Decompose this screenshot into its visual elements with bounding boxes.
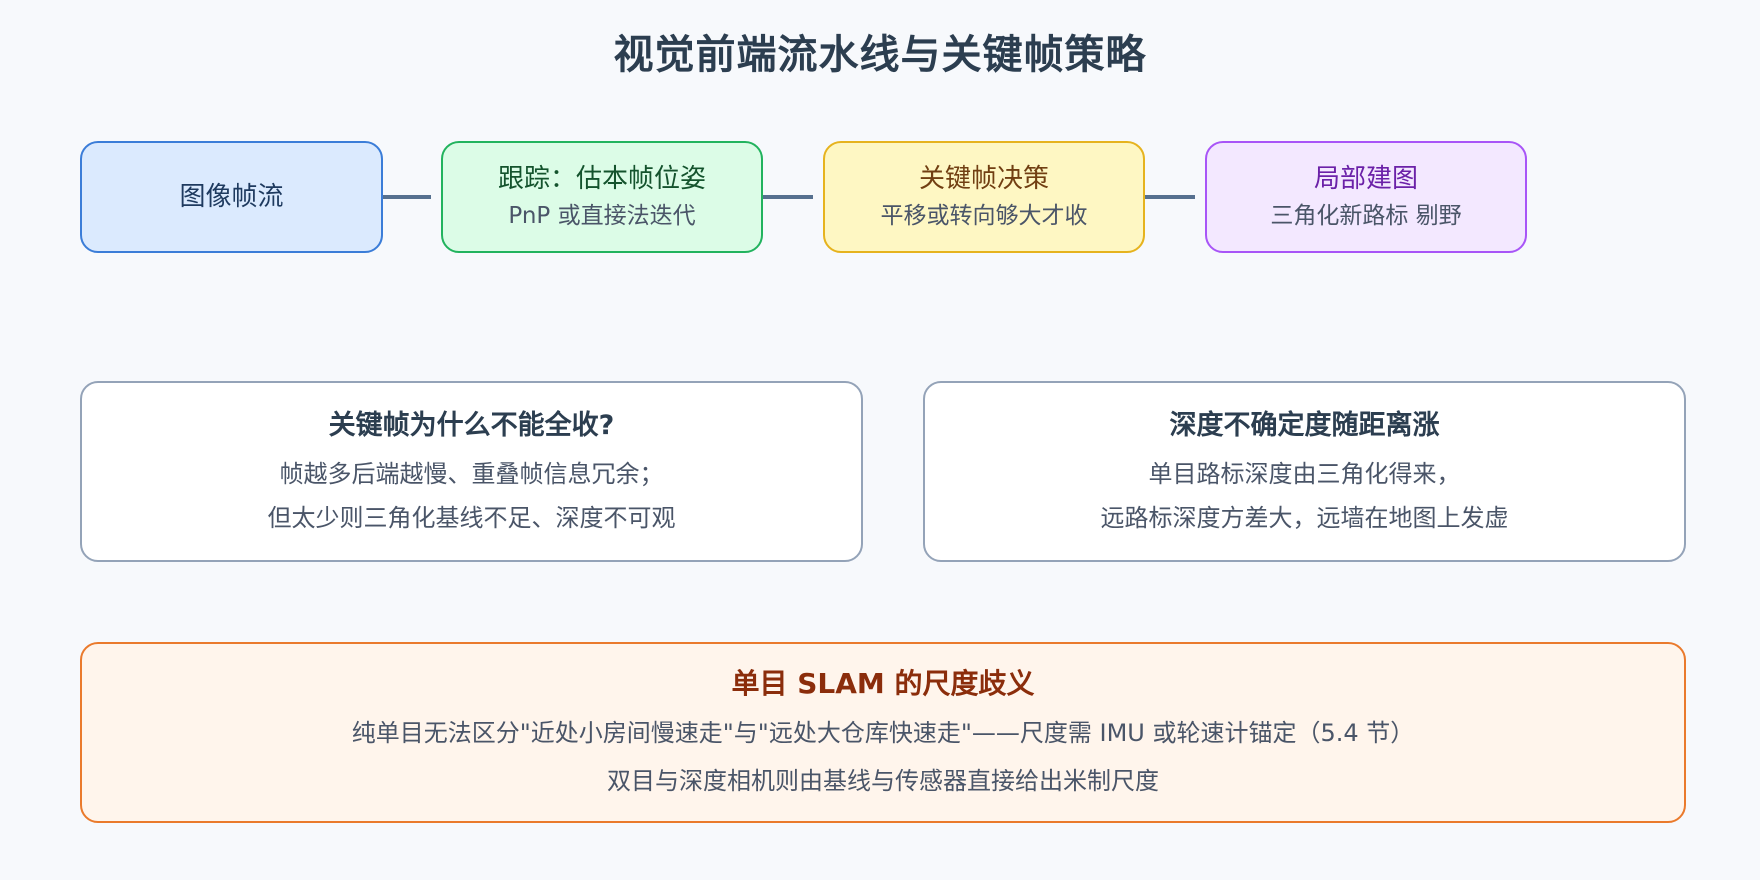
warning-line: 双目与深度相机则由基线与传感器直接给出米制尺度 xyxy=(607,766,1159,795)
note-line: 远路标深度方差大，远墙在地图上发虚 xyxy=(1100,503,1509,532)
note-keyframe-selection: 关键帧为什么不能全收? 帧越多后端越慢、重叠帧信息冗余； 但太少则三角化基线不足… xyxy=(80,381,863,562)
connector-line xyxy=(1145,195,1195,199)
pipeline-step-image-stream: 图像帧流 xyxy=(80,141,383,253)
warning-title: 单目 SLAM 的尺度歧义 xyxy=(731,666,1035,700)
connector-line xyxy=(383,195,431,199)
warning-scale-ambiguity: 单目 SLAM 的尺度歧义 纯单目无法区分"近处小房间慢速走"与"远处大仓库快速… xyxy=(80,642,1686,823)
pipeline-step-keyframe-decision: 关键帧决策 平移或转向够大才收 xyxy=(823,141,1145,253)
step-subtitle: PnP 或直接法迭代 xyxy=(508,203,696,229)
pipeline-step-local-mapping: 局部建图 三角化新路标 剔野 xyxy=(1205,141,1527,253)
note-depth-uncertainty: 深度不确定度随距离涨 单目路标深度由三角化得来， 远路标深度方差大，远墙在地图上… xyxy=(923,381,1686,562)
step-title: 局部建图 xyxy=(1313,164,1418,194)
step-subtitle: 三角化新路标 剔野 xyxy=(1270,203,1462,229)
step-title: 图像帧流 xyxy=(179,182,284,212)
connector-line xyxy=(763,195,813,199)
note-line: 但太少则三角化基线不足、深度不可观 xyxy=(267,503,676,532)
pipeline-step-tracking: 跟踪：估本帧位姿 PnP 或直接法迭代 xyxy=(441,141,763,253)
diagram-title: 视觉前端流水线与关键帧策略 xyxy=(613,32,1147,78)
note-title: 深度不确定度随距离涨 xyxy=(1169,409,1440,441)
step-subtitle: 平移或转向够大才收 xyxy=(880,203,1088,229)
note-title: 关键帧为什么不能全收? xyxy=(328,409,615,441)
warning-line: 纯单目无法区分"近处小房间慢速走"与"远处大仓库快速走"——尺度需 IMU 或轮… xyxy=(351,718,1415,747)
step-title: 跟踪：估本帧位姿 xyxy=(497,164,706,194)
note-line: 帧越多后端越慢、重叠帧信息冗余； xyxy=(279,459,664,488)
note-line: 单目路标深度由三角化得来， xyxy=(1148,459,1461,488)
step-title: 关键帧决策 xyxy=(918,164,1049,194)
